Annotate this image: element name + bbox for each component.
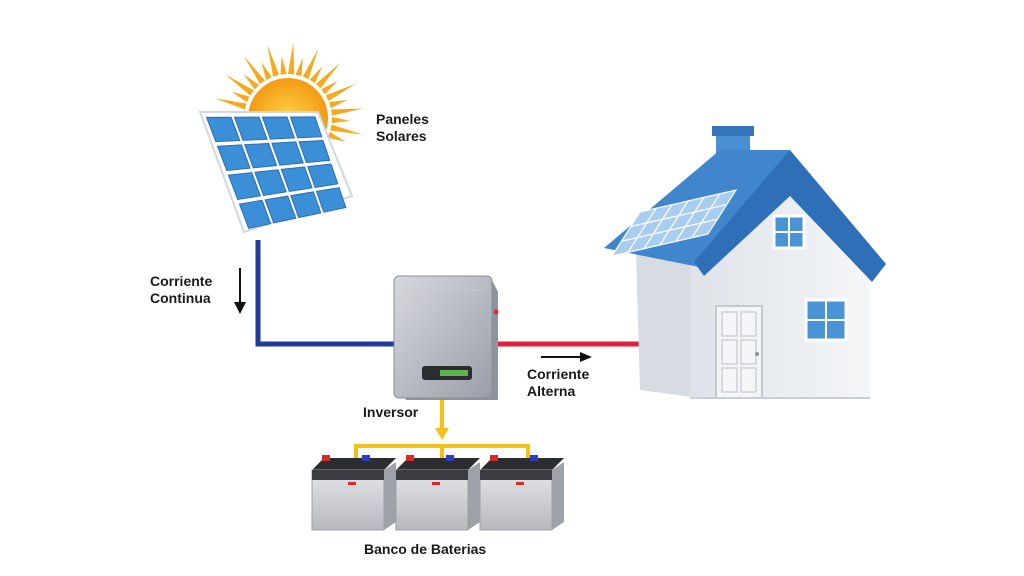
solar-cell xyxy=(298,139,331,164)
ac-current-label-line1: Corriente xyxy=(527,366,590,382)
ac-current-label: Corriente Alterna xyxy=(527,366,589,400)
solar-cell xyxy=(254,169,287,196)
inverter-label: Inversor xyxy=(363,404,419,420)
solar-panel-icon xyxy=(198,111,354,234)
inverter-icon xyxy=(393,275,499,400)
dc-current-label-line2: Continua xyxy=(150,290,211,306)
dc-current-label-line1: Corriente xyxy=(150,273,213,289)
panels-label-line2: Solares xyxy=(376,128,427,144)
panels-label-line1: Paneles xyxy=(376,111,429,127)
solar-cell xyxy=(238,199,272,229)
battery-icon xyxy=(479,455,564,531)
solar-cell xyxy=(205,116,241,143)
battery-icon xyxy=(395,455,480,531)
solar-cell xyxy=(227,172,262,200)
panels-label: Paneles Solares xyxy=(376,111,429,145)
solar-cell xyxy=(307,163,339,188)
solar-cell xyxy=(315,187,347,213)
ac-arrow-icon xyxy=(541,352,592,362)
solar-cell xyxy=(264,195,297,224)
dc-arrow-icon xyxy=(234,268,246,314)
solar-cell xyxy=(261,116,296,140)
solar-cell xyxy=(289,116,323,139)
solar-cell xyxy=(290,191,322,219)
solar-cell xyxy=(280,166,313,192)
battery-icon xyxy=(311,455,396,531)
solar-cell xyxy=(243,142,278,169)
dc-current-label: Corriente Continua xyxy=(150,273,212,307)
ac-current-label-line2: Alterna xyxy=(527,383,576,399)
solar-cell xyxy=(233,116,268,141)
solar-cell xyxy=(216,144,251,172)
roof-solar-cell xyxy=(690,218,719,239)
dc-wire xyxy=(255,240,400,347)
battery-bank-label: Banco de Baterias xyxy=(364,541,487,557)
house-icon xyxy=(604,126,886,399)
battery-arrow-icon xyxy=(435,428,449,440)
solar-cell xyxy=(271,141,304,166)
